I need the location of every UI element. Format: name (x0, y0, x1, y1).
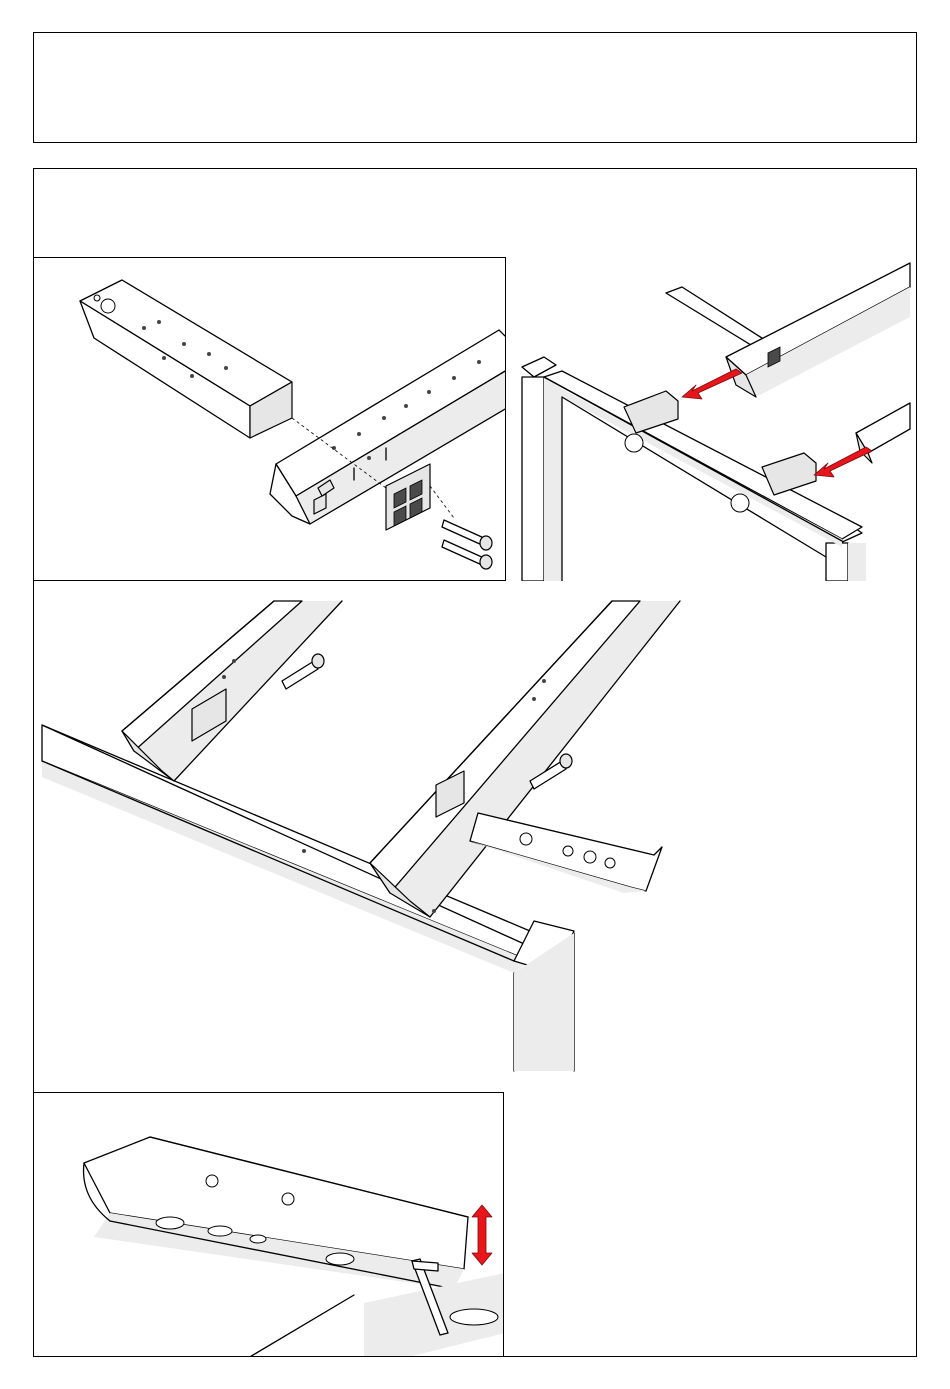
step-panel-bolt-crossbeams (34, 581, 916, 1091)
step-panel-adjust-foot (33, 1092, 504, 1357)
foot-adjust-illustration (34, 1093, 504, 1357)
exploded-connector-illustration (34, 258, 506, 581)
step-panel-attach-connector (33, 257, 506, 581)
arrow-insert-icon (682, 369, 742, 399)
header-box (33, 32, 917, 143)
arrow-up-down-icon (472, 1205, 492, 1265)
arrow-insert-icon (814, 447, 872, 477)
step-panel-insert-crossbeams (506, 257, 916, 581)
